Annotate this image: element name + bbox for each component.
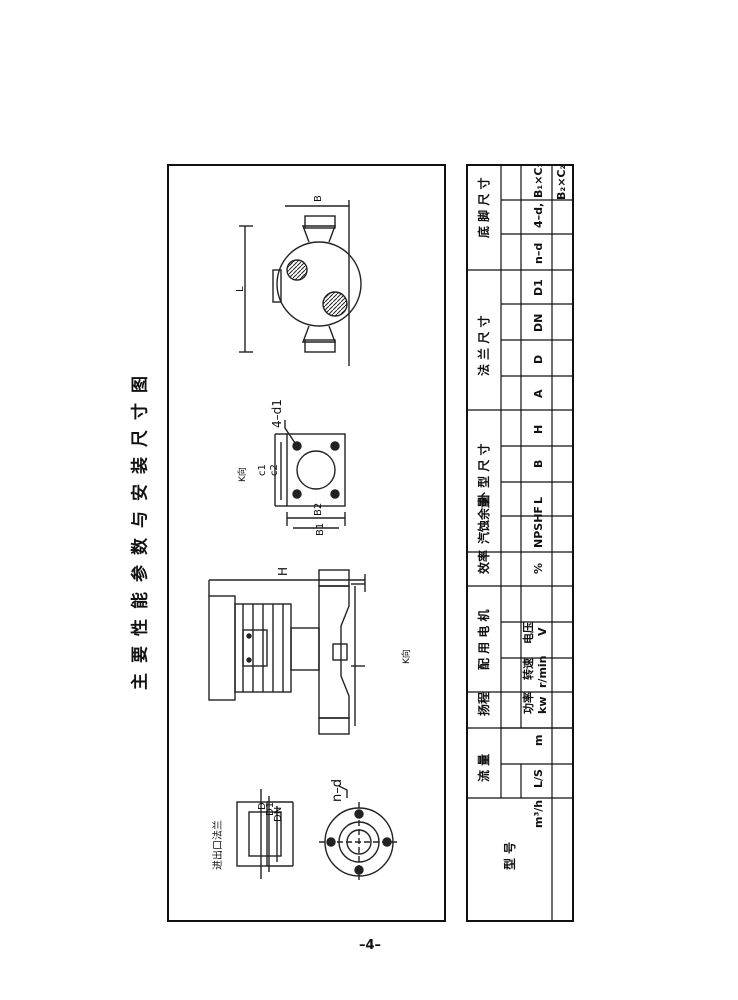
flange-label-d1: D1 — [265, 802, 276, 816]
base-b2-label: B2 — [313, 503, 324, 516]
top-l-label: L — [235, 286, 246, 292]
page-number: –4– — [358, 938, 382, 953]
base-b1-label: B1 — [315, 523, 326, 536]
sub-nd: n–d — [532, 243, 545, 264]
technical-drawing: 进出口法兰 D D1 DN n–d H K向 K向 c1 c2 4–d1 B2 … — [208, 195, 412, 882]
sub-speed: 转速 — [521, 658, 535, 680]
pump-k-view-label: K向 — [400, 649, 412, 664]
sub-npshf: NPSHF — [532, 506, 545, 548]
base-holes-label: 4–d1 — [270, 399, 284, 428]
drawing-panel: 进出口法兰 D D1 DN n–d H K向 K向 c1 c2 4–d1 B2 … — [167, 164, 446, 922]
spec-table: 型 号 流 量 扬程 配 用 电 机 效率 汽蚀余量 外 型 尺 寸 法 兰 尺… — [466, 164, 574, 922]
header-foot: 底 脚 尺 寸 — [476, 177, 491, 238]
base-c2-label: c2 — [269, 464, 280, 476]
sub-b1c1: B₁×C₁ — [532, 164, 545, 198]
sub-volt-unit: V — [536, 627, 549, 636]
sub-power-unit: kw — [536, 697, 549, 714]
pump-top-view — [239, 200, 362, 366]
flange-label-dn: DN — [273, 807, 284, 822]
sub-speed-unit: r/min — [536, 655, 549, 688]
page-title: 主要性能参数与安装尺寸图 — [130, 366, 151, 690]
header-head: 扬程 — [476, 692, 491, 716]
sub-m: m — [532, 735, 545, 746]
sub-pct: % — [532, 563, 545, 574]
header-eff: 效率 — [476, 550, 491, 574]
spec-table-grid: 型 号 流 量 扬程 配 用 电 机 效率 汽蚀余量 外 型 尺 寸 法 兰 尺… — [466, 164, 574, 922]
flange-face-drawing — [319, 785, 399, 882]
top-b-label: B — [313, 195, 324, 202]
sub-DN: DN — [532, 314, 545, 332]
header-model: 型 号 — [502, 842, 517, 870]
base-k-view-label: K向 — [236, 467, 248, 482]
flange-label-d: D — [257, 802, 268, 810]
header-flange: 法 兰 尺 寸 — [476, 315, 491, 376]
base-plate-view — [274, 420, 346, 529]
pump-side-view — [208, 569, 366, 735]
base-c1-label: c1 — [257, 464, 268, 476]
sub-fd: 4–d, — [532, 203, 545, 228]
header-motor: 配 用 电 机 — [476, 609, 491, 670]
sub-b2c2: B₂×C₂ — [555, 165, 568, 200]
sub-power: 功率 — [521, 692, 535, 714]
sub-m3h: m³/h — [532, 800, 545, 828]
sub-ls: L/S — [532, 769, 545, 788]
header-outline: 外 型 尺 寸 — [476, 443, 491, 504]
sub-H: H — [532, 425, 545, 434]
header-npsh: 汽蚀余量 — [476, 496, 491, 544]
sub-D1: D1 — [532, 279, 545, 296]
face-nd-label: n–d — [330, 779, 345, 802]
sub-volt: 电压 — [521, 622, 535, 644]
sub-L: L — [532, 497, 545, 504]
sub-A: A — [532, 389, 545, 398]
flange-section-drawing — [236, 789, 294, 879]
sub-B: B — [532, 460, 545, 468]
pump-h-label: H — [276, 567, 290, 576]
flange-caption: 进出口法兰 — [211, 820, 224, 870]
sub-D: D — [532, 355, 545, 364]
header-flow: 流 量 — [476, 754, 491, 782]
